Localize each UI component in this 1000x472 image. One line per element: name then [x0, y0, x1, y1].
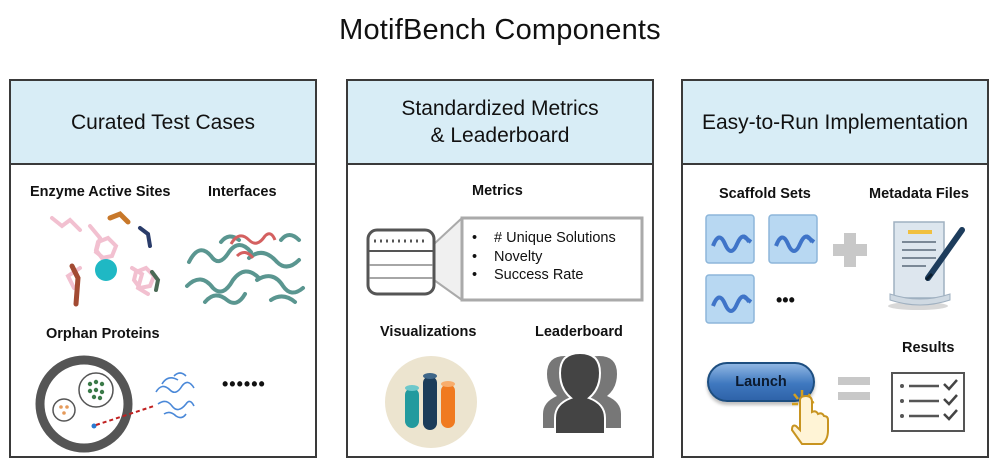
metrics-list: # Unique Solutions Novelty Success Rate: [472, 229, 616, 285]
panel-curated-test-cases: Curated Test Cases: [9, 79, 317, 458]
ellipsis-dots: ••••••: [222, 374, 266, 394]
panel-header-metrics: Standardized Metrics & Leaderboard: [348, 81, 652, 165]
results-checklist-icon: [891, 372, 965, 432]
label-metadata-files: Metadata Files: [869, 186, 969, 202]
label-visualizations: Visualizations: [380, 324, 477, 340]
main-title: MotifBench Components: [339, 14, 661, 46]
metric-item-unique-solutions: # Unique Solutions: [472, 229, 616, 248]
scaffold-tile-icon: [705, 274, 755, 324]
launch-button[interactable]: Launch: [707, 362, 815, 402]
label-results: Results: [902, 340, 955, 356]
panel-header-implementation: Easy-to-Run Implementation: [683, 81, 987, 165]
plus-icon: [833, 233, 867, 267]
label-orphan-proteins: Orphan Proteins: [46, 326, 160, 342]
orphan-proteins-image: [35, 355, 195, 453]
protein-interface-image: [185, 232, 305, 305]
visualization-bars-icon: [385, 356, 477, 448]
label-metrics: Metrics: [472, 183, 523, 199]
enzyme-active-site-image: [50, 211, 161, 307]
panel-header-curated: Curated Test Cases: [11, 81, 315, 165]
scaffold-tile-icon: [705, 214, 755, 264]
label-leaderboard: Leaderboard: [535, 324, 623, 340]
label-enzyme-active-sites: Enzyme Active Sites: [30, 184, 171, 200]
label-scaffold-sets: Scaffold Sets: [719, 186, 811, 202]
metal-ion-icon: [95, 259, 117, 281]
scaffold-ellipsis: •••: [776, 290, 795, 310]
metric-item-success-rate: Success Rate: [472, 266, 616, 285]
scaffold-tile-icon: [768, 214, 818, 264]
metadata-scroll-icon: [888, 221, 965, 310]
leaderboard-people-icon: [543, 351, 621, 435]
label-interfaces: Interfaces: [208, 184, 277, 200]
hand-pointer-icon: [790, 390, 829, 445]
metric-item-novelty: Novelty: [472, 248, 616, 267]
equals-icon: [838, 377, 870, 400]
